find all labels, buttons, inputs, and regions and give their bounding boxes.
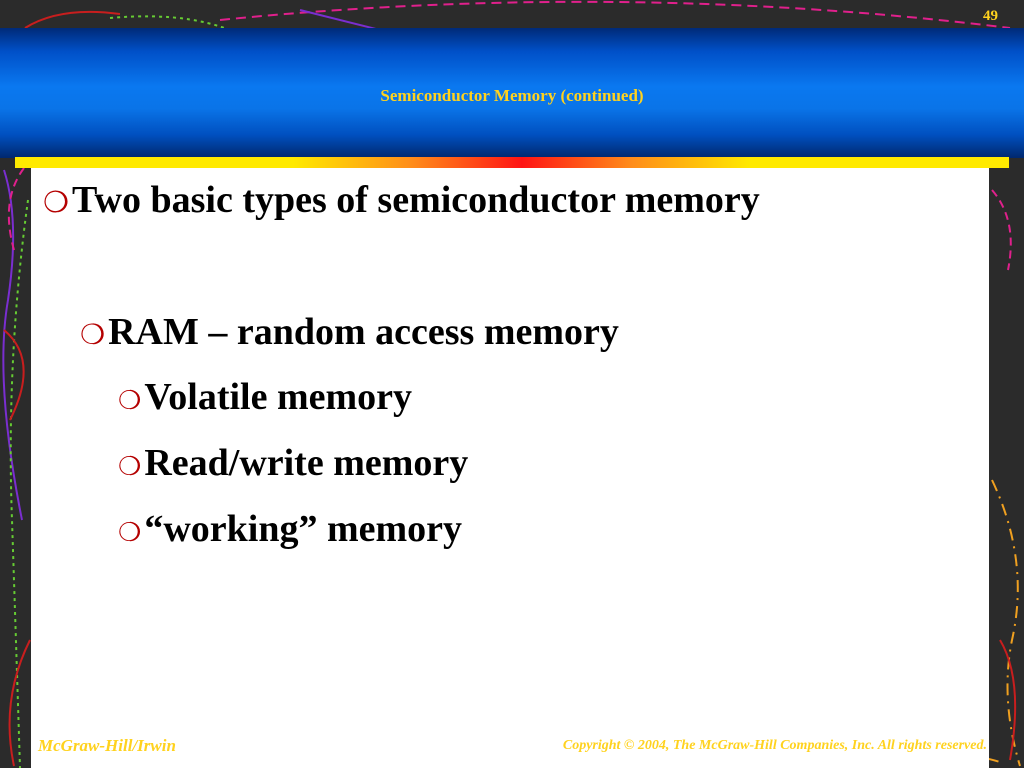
bullet-circle-icon: ❍ <box>118 386 142 415</box>
content-panel <box>31 168 989 768</box>
accent-divider-bar <box>15 157 1009 168</box>
bullet-circle-icon: ❍ <box>80 320 106 351</box>
deco-curve-left-magenta <box>7 167 25 251</box>
bullet-item-level2: ❍ RAM – random access memory <box>80 310 619 354</box>
bullet-text: RAM – random access memory <box>108 311 619 353</box>
bullet-text: Read/write memory <box>144 442 469 484</box>
deco-curve-magenta <box>219 0 1011 29</box>
deco-curve-right-red <box>999 639 1017 761</box>
deco-curve-right-orange <box>991 479 1021 767</box>
deco-curve-left-purple <box>2 169 23 521</box>
footer-publisher: McGraw-Hill/Irwin <box>38 736 176 755</box>
bullet-circle-icon: ❍ <box>118 518 142 547</box>
bullet-text: Volatile memory <box>144 376 413 418</box>
deco-curve-red-top <box>24 10 121 29</box>
bullet-circle-icon: ❍ <box>118 452 142 481</box>
deco-curve-right-magenta <box>991 189 1012 271</box>
bullet-text: Two basic types of semiconductor memory <box>72 179 760 221</box>
page-number: 49 <box>983 8 998 24</box>
deco-curve-left-bottom-red <box>8 639 31 767</box>
slide-title: Semiconductor Memory (continued) <box>380 86 644 105</box>
deco-curve-left-green <box>9 199 29 768</box>
deco-curve-left-red <box>3 329 25 421</box>
bullet-item-level1: ❍ Two basic types of semiconductor memor… <box>43 178 760 222</box>
bullet-text: “working” memory <box>144 508 462 550</box>
bullet-circle-icon: ❍ <box>43 187 69 219</box>
header-band <box>0 28 1024 158</box>
footer-copyright: Copyright © 2004, The McGraw-Hill Compan… <box>562 738 987 753</box>
bullet-item-level3: ❍ Volatile memory <box>118 375 412 419</box>
bullet-item-level3: ❍ Read/write memory <box>118 441 468 485</box>
bullet-item-level3: ❍ “working” memory <box>118 507 462 551</box>
